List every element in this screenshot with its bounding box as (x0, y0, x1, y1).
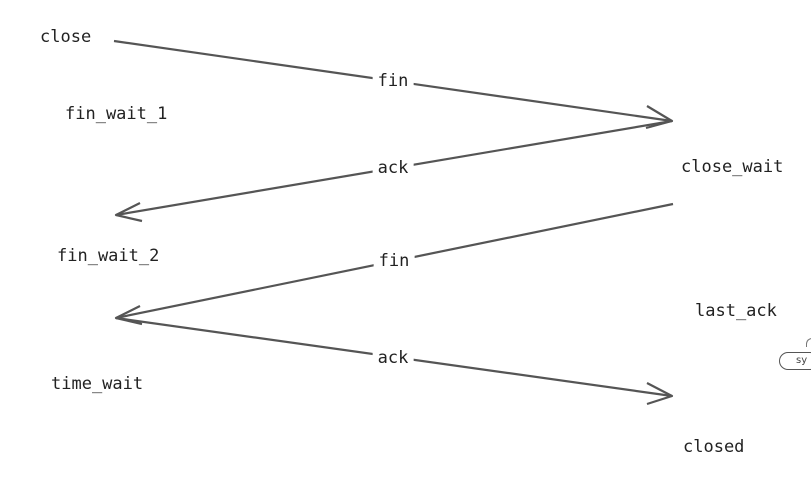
edge-partial-glyph (806, 338, 811, 347)
state-fin-wait-2: fin_wait_2 (57, 246, 160, 266)
message-label-ack-1: ack (372, 158, 414, 178)
message-label-ack-2: ack (372, 348, 414, 368)
message-label-fin-2: fin (373, 251, 415, 271)
state-closed: closed (683, 437, 745, 457)
state-close-wait: close_wait (681, 157, 784, 177)
top-cropped-text (40, 0, 320, 4)
state-last-ack: last_ack (695, 301, 777, 321)
state-time-wait: time_wait (51, 374, 144, 394)
state-close: close (40, 27, 92, 47)
edge-partial-button[interactable]: sy (779, 352, 811, 370)
message-label-fin-1: fin (372, 71, 414, 91)
state-fin-wait-1: fin_wait_1 (65, 104, 168, 124)
